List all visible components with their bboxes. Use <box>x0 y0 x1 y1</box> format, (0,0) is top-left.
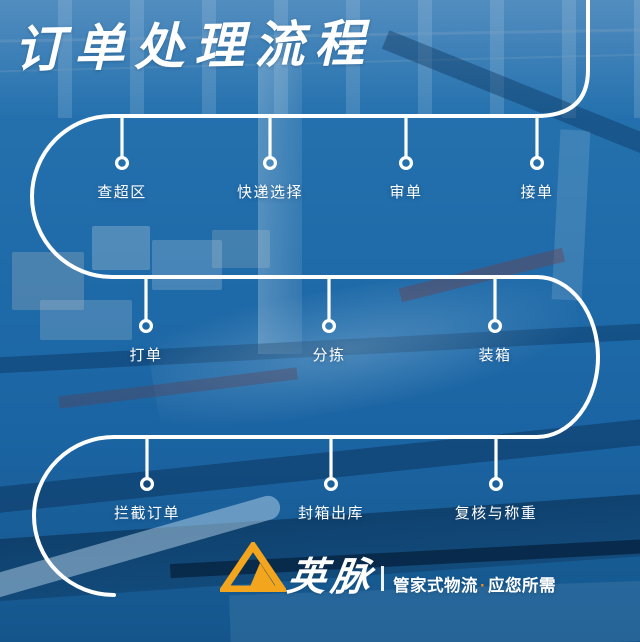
tagline-prefix: 管家式物流 <box>393 577 478 595</box>
tagline-suffix: 应您所需 <box>488 577 556 595</box>
node-circle <box>399 156 414 171</box>
node-circle <box>324 477 339 492</box>
step-label-fengxiangchuku: 封箱出库 <box>297 505 365 522</box>
node-circle <box>322 319 337 334</box>
tagline-dot: · <box>480 577 486 595</box>
step-label-fenjian: 分拣 <box>312 347 346 364</box>
node-circle <box>488 319 503 334</box>
brand-triangle-logo-icon <box>220 542 286 592</box>
flow-serpentine-line <box>30 0 600 597</box>
step-label-kuaidixuanze: 快递选择 <box>236 184 304 201</box>
node-circle <box>114 156 129 171</box>
brand-divider <box>381 566 384 591</box>
node-circle <box>489 477 504 492</box>
node-circle <box>529 156 544 171</box>
brand-tagline: 管家式物流·应您所需 <box>393 572 556 596</box>
step-label-shendan: 审单 <box>389 184 423 201</box>
step-label-lanjiedingdan: 拦截订单 <box>113 505 181 522</box>
step-label-fuheyuchengzhong: 复核与称重 <box>454 505 538 522</box>
step-label-zhuangxiang: 装箱 <box>478 347 512 364</box>
step-label-dadan: 打单 <box>129 347 163 364</box>
footer-brand: 英脉 管家式物流·应您所需 <box>0 538 640 599</box>
page-title: 订单处理流程 <box>13 13 375 79</box>
step-label-chachaoqu: 查超区 <box>97 184 147 201</box>
brand-name: 英脉 <box>284 556 379 599</box>
step-label-jiedan: 接单 <box>520 184 554 201</box>
node-circle <box>139 319 154 334</box>
node-circle <box>140 477 155 492</box>
node-circle <box>263 156 278 171</box>
